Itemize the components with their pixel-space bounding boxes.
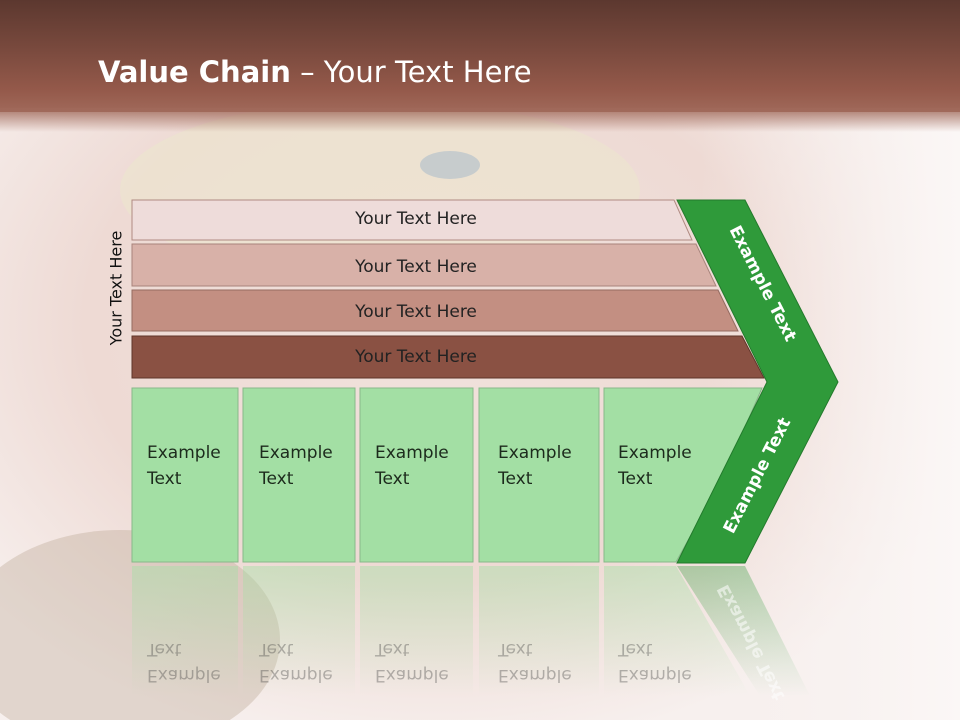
cell-label-5: Example Text xyxy=(618,443,692,489)
row-shape-4 xyxy=(131,335,765,379)
cell-reflection-2 xyxy=(243,566,355,696)
cell-label-4: Example Text xyxy=(498,443,572,489)
cell-reflection-label-4: Example Text xyxy=(498,639,572,685)
cell-reflection-label-5: Example Text xyxy=(618,639,692,685)
cell-reflection-1 xyxy=(132,566,238,696)
cell-shape-4 xyxy=(478,387,600,563)
header-bar xyxy=(0,0,960,112)
chevron-reflection xyxy=(677,566,810,696)
cell-shape-2 xyxy=(242,387,356,563)
row-label-2: Your Text Here xyxy=(355,257,477,277)
header-fade xyxy=(0,108,960,132)
row-label-4: Your Text Here xyxy=(355,347,477,367)
row-shape-1 xyxy=(131,199,693,241)
row-shape-2 xyxy=(131,243,717,287)
cell-reflection-label-1: Example Text xyxy=(147,639,221,685)
row-label-3: Your Text Here xyxy=(355,302,477,322)
cell-reflection-label-3: Example Text xyxy=(375,639,449,685)
row-label-1: Your Text Here xyxy=(355,209,477,229)
chevron-shape xyxy=(676,199,839,564)
cell-reflection-4 xyxy=(479,566,599,696)
cell-label-2: Example Text xyxy=(259,443,333,489)
title-bold: Value Chain xyxy=(98,55,291,89)
row-shape-3 xyxy=(131,289,739,332)
cell-label-3: Example Text xyxy=(375,443,449,489)
cell-shape-1 xyxy=(131,387,239,563)
cell-reflection-3 xyxy=(360,566,473,696)
page-title: Value Chain – Your Text Here xyxy=(98,55,532,89)
title-rest: – Your Text Here xyxy=(290,55,532,89)
cell-reflection-label-2: Example Text xyxy=(259,639,333,685)
cell-reflection-5 xyxy=(604,566,750,696)
cell-label-1: Example Text xyxy=(147,443,221,489)
cell-shape-3 xyxy=(359,387,474,563)
